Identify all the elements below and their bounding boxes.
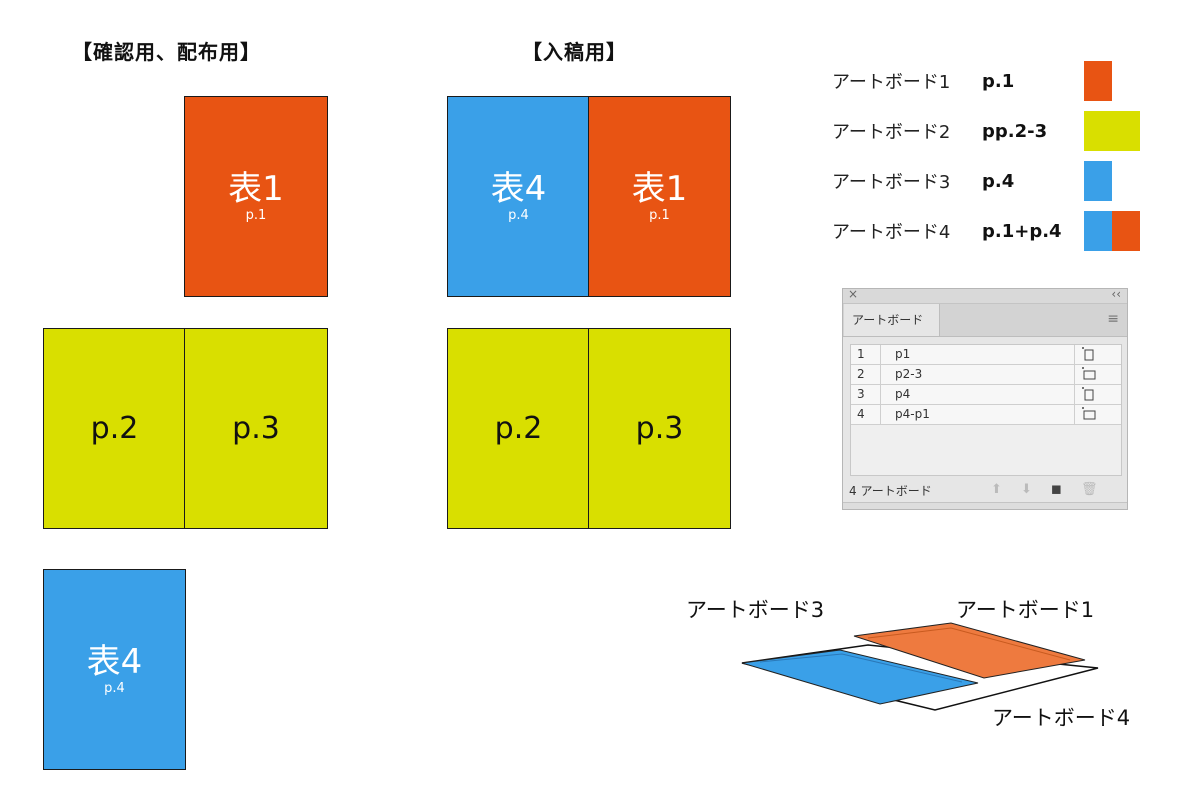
artboard-name[interactable]: p4 <box>895 387 911 401</box>
panel-menu-icon[interactable]: ≡ <box>1107 311 1119 327</box>
legend-row-2: アートボード2 pp.2-3 <box>832 111 1082 151</box>
cover4-page-middle: 表4 p.4 <box>447 96 590 297</box>
legend-label: アートボード2 <box>832 122 951 143</box>
artboard-number: 2 <box>851 365 881 384</box>
page3-label: p.3 <box>635 411 684 446</box>
cover4-title: 表4 <box>86 641 143 682</box>
legend-row-1: アートボード1 p.1 <box>832 61 1082 101</box>
portrait-artboard-icon[interactable] <box>1075 345 1121 364</box>
cover1-page-middle: 表1 p.1 <box>588 96 731 297</box>
artboard-options-cell[interactable] <box>1074 385 1121 404</box>
legend-label: アートボード1 <box>832 72 951 93</box>
artboard-list: 1 p1 2 p2-3 3 p4 4 p4-p1 <box>850 344 1122 476</box>
page3-middle: p.3 <box>588 328 731 529</box>
artboard-row[interactable]: 2 p2-3 <box>851 365 1121 385</box>
portrait-artboard-icon[interactable] <box>1075 385 1121 404</box>
heading-confirm: 【確認用、配布用】 <box>72 40 261 64</box>
legend-swatch-orange <box>1112 211 1140 251</box>
cover1-page-number: p.1 <box>649 207 670 223</box>
new-artboard-icon[interactable]: ◼ <box>1051 482 1062 497</box>
close-icon[interactable]: × <box>848 287 859 301</box>
artboard-row[interactable]: 1 p1 <box>851 345 1121 365</box>
landscape-artboard-icon[interactable] <box>1075 365 1121 384</box>
collapse-icon[interactable]: ‹‹ <box>1111 287 1121 301</box>
page3-left: p.3 <box>184 328 328 529</box>
legend-value: pp.2-3 <box>982 120 1048 142</box>
legend-swatch-blue <box>1084 211 1112 251</box>
legend-label: アートボード4 <box>832 222 951 243</box>
legend-value: p.1 <box>982 70 1015 92</box>
legend-swatch-yellow <box>1084 111 1140 151</box>
artboard1-shape <box>853 622 1086 679</box>
legend-swatch-blue <box>1084 161 1112 201</box>
panel-titlebar: × ‹‹ <box>843 287 1127 304</box>
artboard1-edge <box>867 627 1071 661</box>
panel-resize-grip[interactable] <box>843 502 1127 509</box>
artboard-number: 4 <box>851 405 881 424</box>
legend-value: p.1+p.4 <box>982 220 1062 242</box>
cover1-title: 表1 <box>631 168 688 209</box>
artboard3-edge <box>759 653 963 683</box>
cover4-title: 表4 <box>490 168 547 209</box>
arrow-up-icon[interactable]: ⬆ <box>991 482 1002 497</box>
arrow-down-icon[interactable]: ⬇ <box>1021 482 1032 497</box>
diagram-label-artboard3: アートボード3 <box>686 598 825 622</box>
legend-value: p.4 <box>982 170 1015 192</box>
page2-label: p.2 <box>494 411 543 446</box>
legend-row-3: アートボード3 p.4 <box>832 161 1082 201</box>
artboards-panel: × ‹‹ アートボード ≡ 1 p1 2 p2-3 3 p4 <box>842 287 1128 510</box>
artboard-row[interactable]: 4 p4-p1 <box>851 405 1121 425</box>
page2-left: p.2 <box>43 328 186 529</box>
diagram-label-artboard1: アートボード1 <box>956 598 1095 622</box>
artboard-name[interactable]: p1 <box>895 347 911 361</box>
page2-middle: p.2 <box>447 328 590 529</box>
artboard-stack-diagram <box>741 622 1099 711</box>
legend-swatch-orange <box>1084 61 1112 101</box>
artboard-options-cell[interactable] <box>1074 345 1121 364</box>
artboard-options-cell[interactable] <box>1074 405 1121 424</box>
artboard-options-cell[interactable] <box>1074 365 1121 384</box>
cover1-page-number: p.1 <box>245 207 267 223</box>
cover4-page-number: p.4 <box>104 680 125 696</box>
artboard-name[interactable]: p2-3 <box>895 367 923 381</box>
artboard3-shape <box>741 649 979 705</box>
artboard-number: 1 <box>851 345 881 364</box>
heading-submit: 【入稿用】 <box>522 40 627 64</box>
artboard-name[interactable]: p4-p1 <box>895 407 930 421</box>
page2-label: p.2 <box>90 411 139 446</box>
tab-artboards[interactable]: アートボード <box>844 304 940 336</box>
artboard-row[interactable]: 3 p4 <box>851 385 1121 405</box>
legend-row-4: アートボード4 p.1+p.4 <box>832 211 1082 251</box>
diagram-label-artboard4: アートボード4 <box>992 706 1131 730</box>
page3-label: p.3 <box>232 411 280 446</box>
legend-label: アートボード3 <box>832 172 951 193</box>
artboard-count: 4 アートボード <box>849 484 932 498</box>
cover4-page-number: p.4 <box>508 207 529 223</box>
cover4-page-left: 表4 p.4 <box>43 569 186 770</box>
trash-icon[interactable]: 🗑 <box>1081 482 1098 497</box>
cover1-page-left: 表1 p.1 <box>184 96 328 297</box>
artboard-number: 3 <box>851 385 881 404</box>
cover1-title: 表1 <box>228 168 284 209</box>
landscape-artboard-icon[interactable] <box>1075 405 1121 424</box>
panel-tab-row: アートボード ≡ <box>843 304 1127 337</box>
